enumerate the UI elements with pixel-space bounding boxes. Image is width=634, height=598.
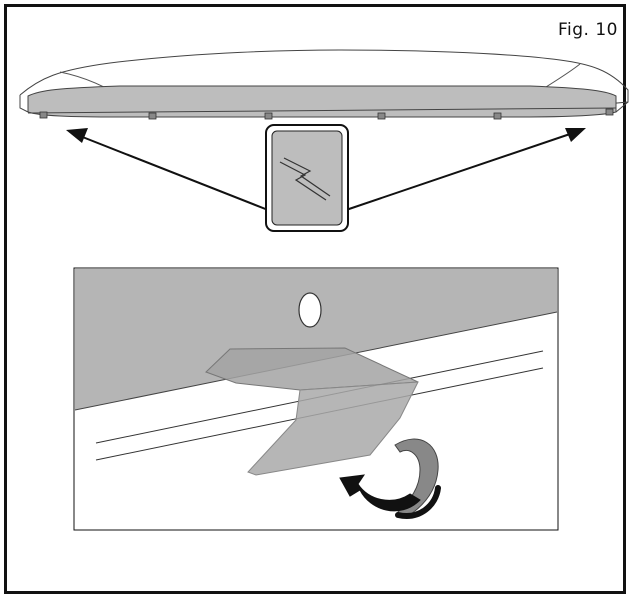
detail-trim-surface bbox=[75, 269, 557, 410]
clip-markers bbox=[39, 108, 614, 120]
figure-frame bbox=[4, 4, 626, 594]
clip-tab-lower bbox=[247, 381, 419, 476]
figure-label: Fig. 10 bbox=[558, 20, 618, 40]
trim-outline bbox=[19, 49, 629, 105]
mounting-hole bbox=[298, 292, 322, 328]
trim-part bbox=[19, 49, 629, 120]
curved-arrow-icon bbox=[339, 438, 441, 519]
detail-panel bbox=[73, 267, 559, 531]
zigzag-clip-icon bbox=[265, 124, 349, 232]
trim-right-end bbox=[615, 90, 629, 113]
trim-left-end bbox=[19, 95, 29, 113]
pointer-arrows bbox=[66, 128, 586, 211]
